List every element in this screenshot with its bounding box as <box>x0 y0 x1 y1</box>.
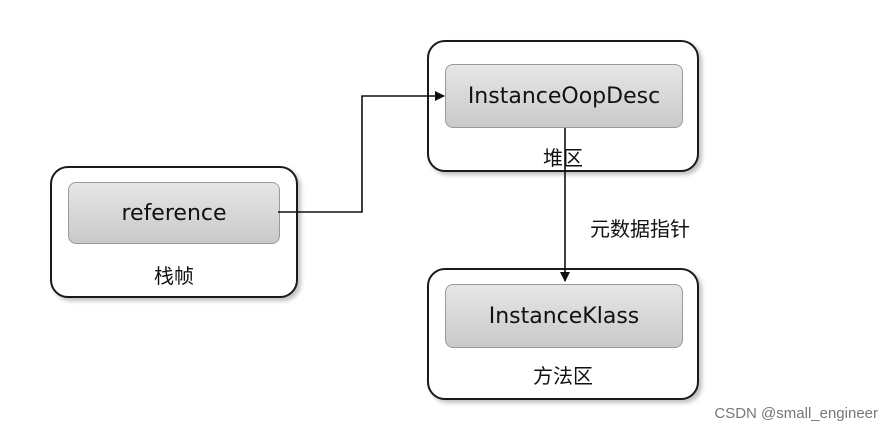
reference-node: reference <box>68 182 280 244</box>
stack-frame-region: reference 栈帧 <box>50 166 298 298</box>
watermark: CSDN @small_engineer <box>714 405 878 422</box>
instance-oop-desc-node: InstanceOopDesc <box>445 64 683 128</box>
reference-to-oop-arrow <box>278 91 445 213</box>
instance-klass-node: InstanceKlass <box>445 284 683 348</box>
heap-label: 堆区 <box>543 146 583 170</box>
method-area-label: 方法区 <box>533 364 593 388</box>
metadata-pointer-label: 元数据指针 <box>590 217 690 241</box>
stack-frame-label: 栈帧 <box>154 264 194 288</box>
method-area-region: InstanceKlass 方法区 <box>427 268 699 400</box>
heap-region: InstanceOopDesc 堆区 <box>427 40 699 172</box>
